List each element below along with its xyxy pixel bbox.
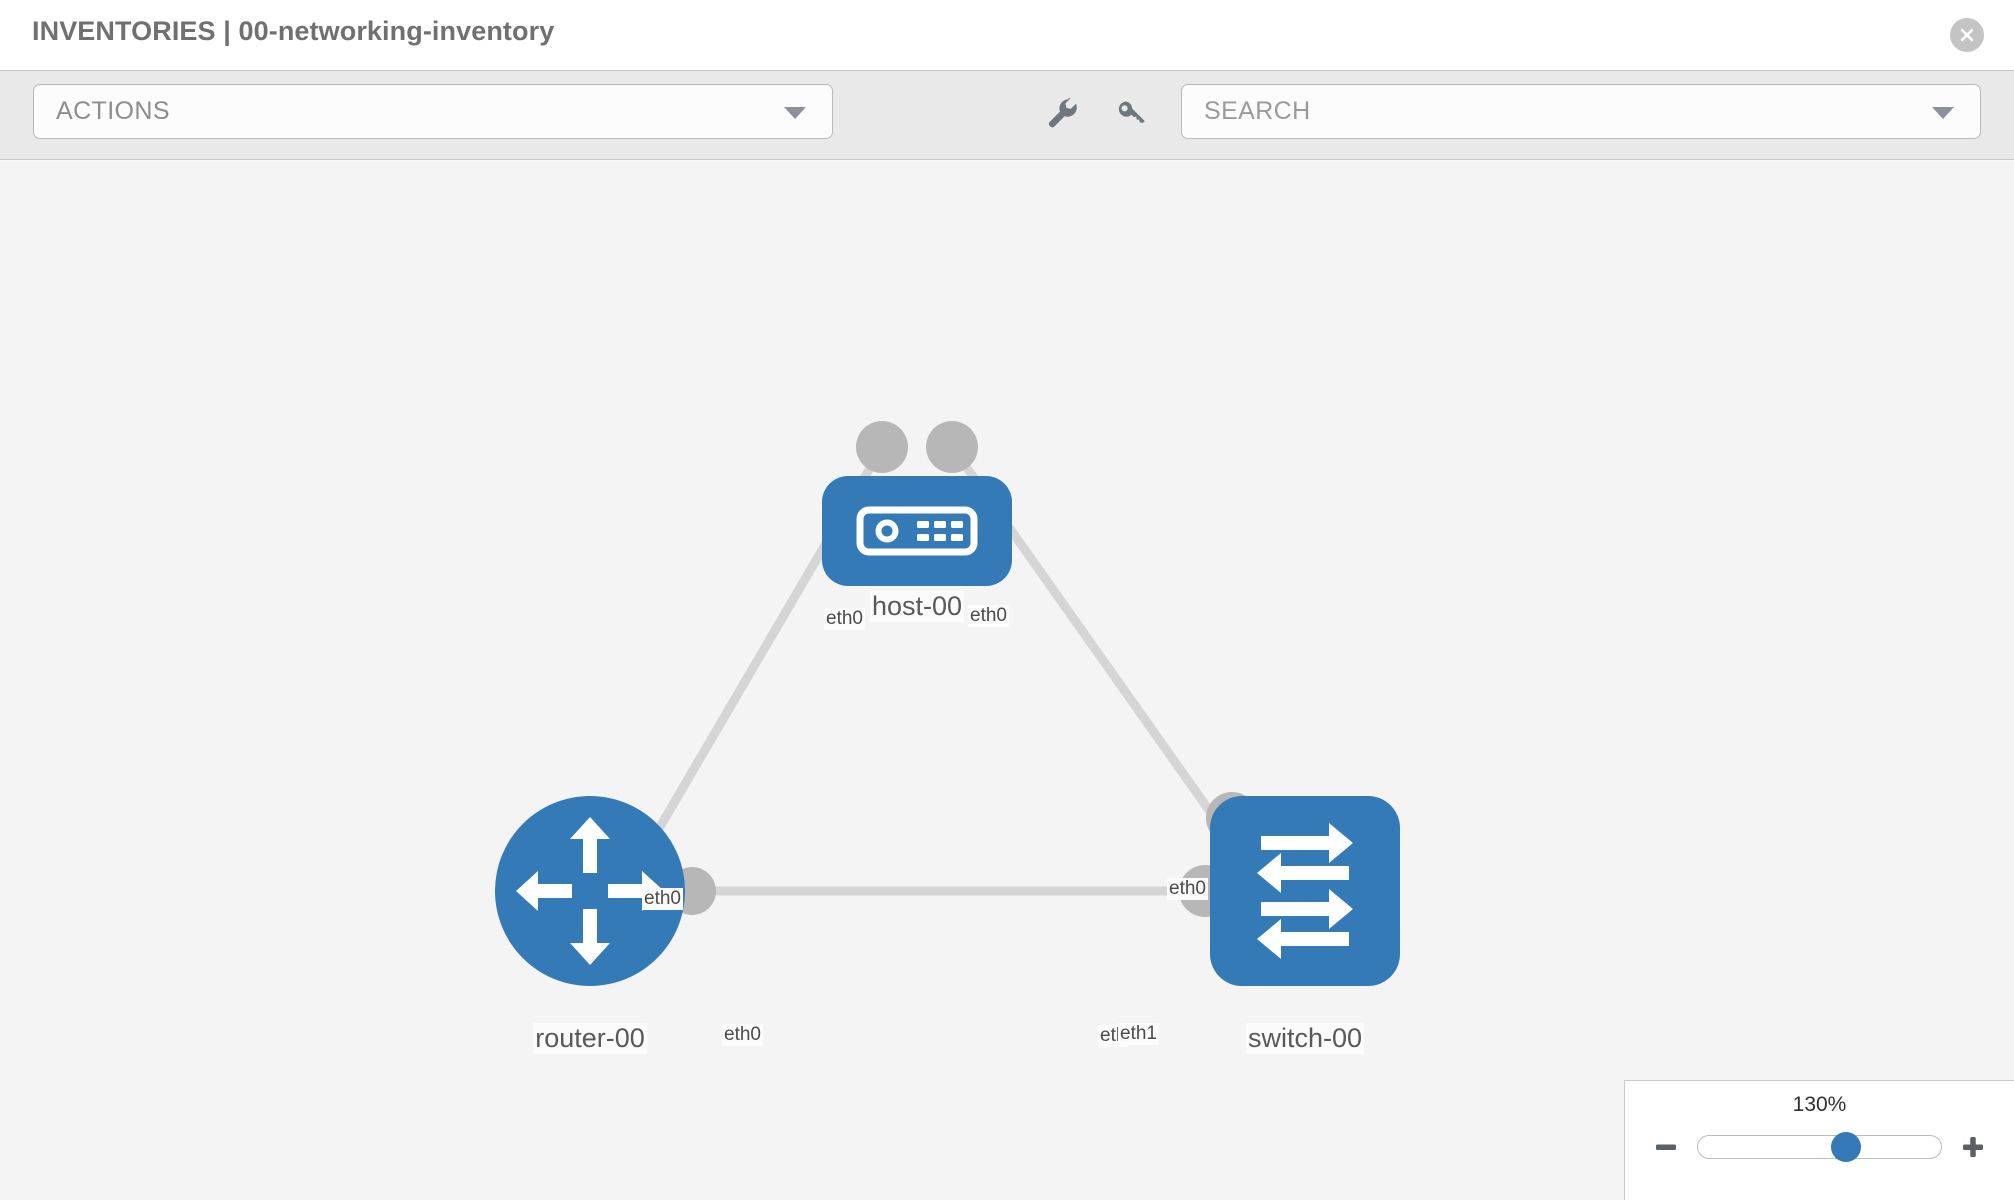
nub-host00-eth0-left[interactable] bbox=[856, 421, 908, 473]
chevron-down-icon bbox=[1932, 106, 1954, 119]
nub-host00-eth0-right[interactable] bbox=[926, 421, 978, 473]
actions-dropdown-label: ACTIONS bbox=[56, 97, 170, 125]
search-placeholder: SEARCH bbox=[1204, 97, 1311, 125]
toolbar: ACTIONS SEARCH bbox=[0, 70, 2014, 160]
actions-dropdown[interactable]: ACTIONS bbox=[33, 84, 833, 139]
page-title: INVENTORIES | 00-networking-inventory bbox=[32, 16, 555, 46]
search-input[interactable]: SEARCH bbox=[1181, 84, 1981, 139]
server-device-icon bbox=[856, 506, 978, 556]
zoom-slider-row bbox=[1625, 1129, 2014, 1165]
plus-icon[interactable] bbox=[1956, 1130, 1990, 1164]
minus-icon[interactable] bbox=[1649, 1130, 1683, 1164]
zoom-slider-thumb[interactable] bbox=[1831, 1132, 1862, 1162]
node-host-00[interactable] bbox=[822, 476, 1012, 586]
topology-graph bbox=[495, 421, 1400, 986]
zoom-slider-track[interactable] bbox=[1697, 1132, 1942, 1162]
topology-canvas[interactable]: host-00 router-00 switch-00 eth0 eth0 et… bbox=[0, 161, 2014, 1200]
node-switch-00[interactable] bbox=[1210, 796, 1400, 986]
page-header: INVENTORIES | 00-networking-inventory bbox=[0, 0, 2014, 70]
key-icon[interactable] bbox=[1111, 93, 1151, 133]
node-router-00[interactable] bbox=[495, 796, 685, 986]
zoom-control-panel: 130% bbox=[1624, 1080, 2014, 1200]
wrench-icon[interactable] bbox=[1043, 93, 1083, 133]
chevron-down-icon bbox=[784, 106, 806, 119]
close-icon[interactable] bbox=[1950, 18, 1984, 52]
switch-arrows-icon bbox=[1257, 823, 1353, 959]
zoom-level-value: 130% bbox=[1792, 1093, 1847, 1116]
